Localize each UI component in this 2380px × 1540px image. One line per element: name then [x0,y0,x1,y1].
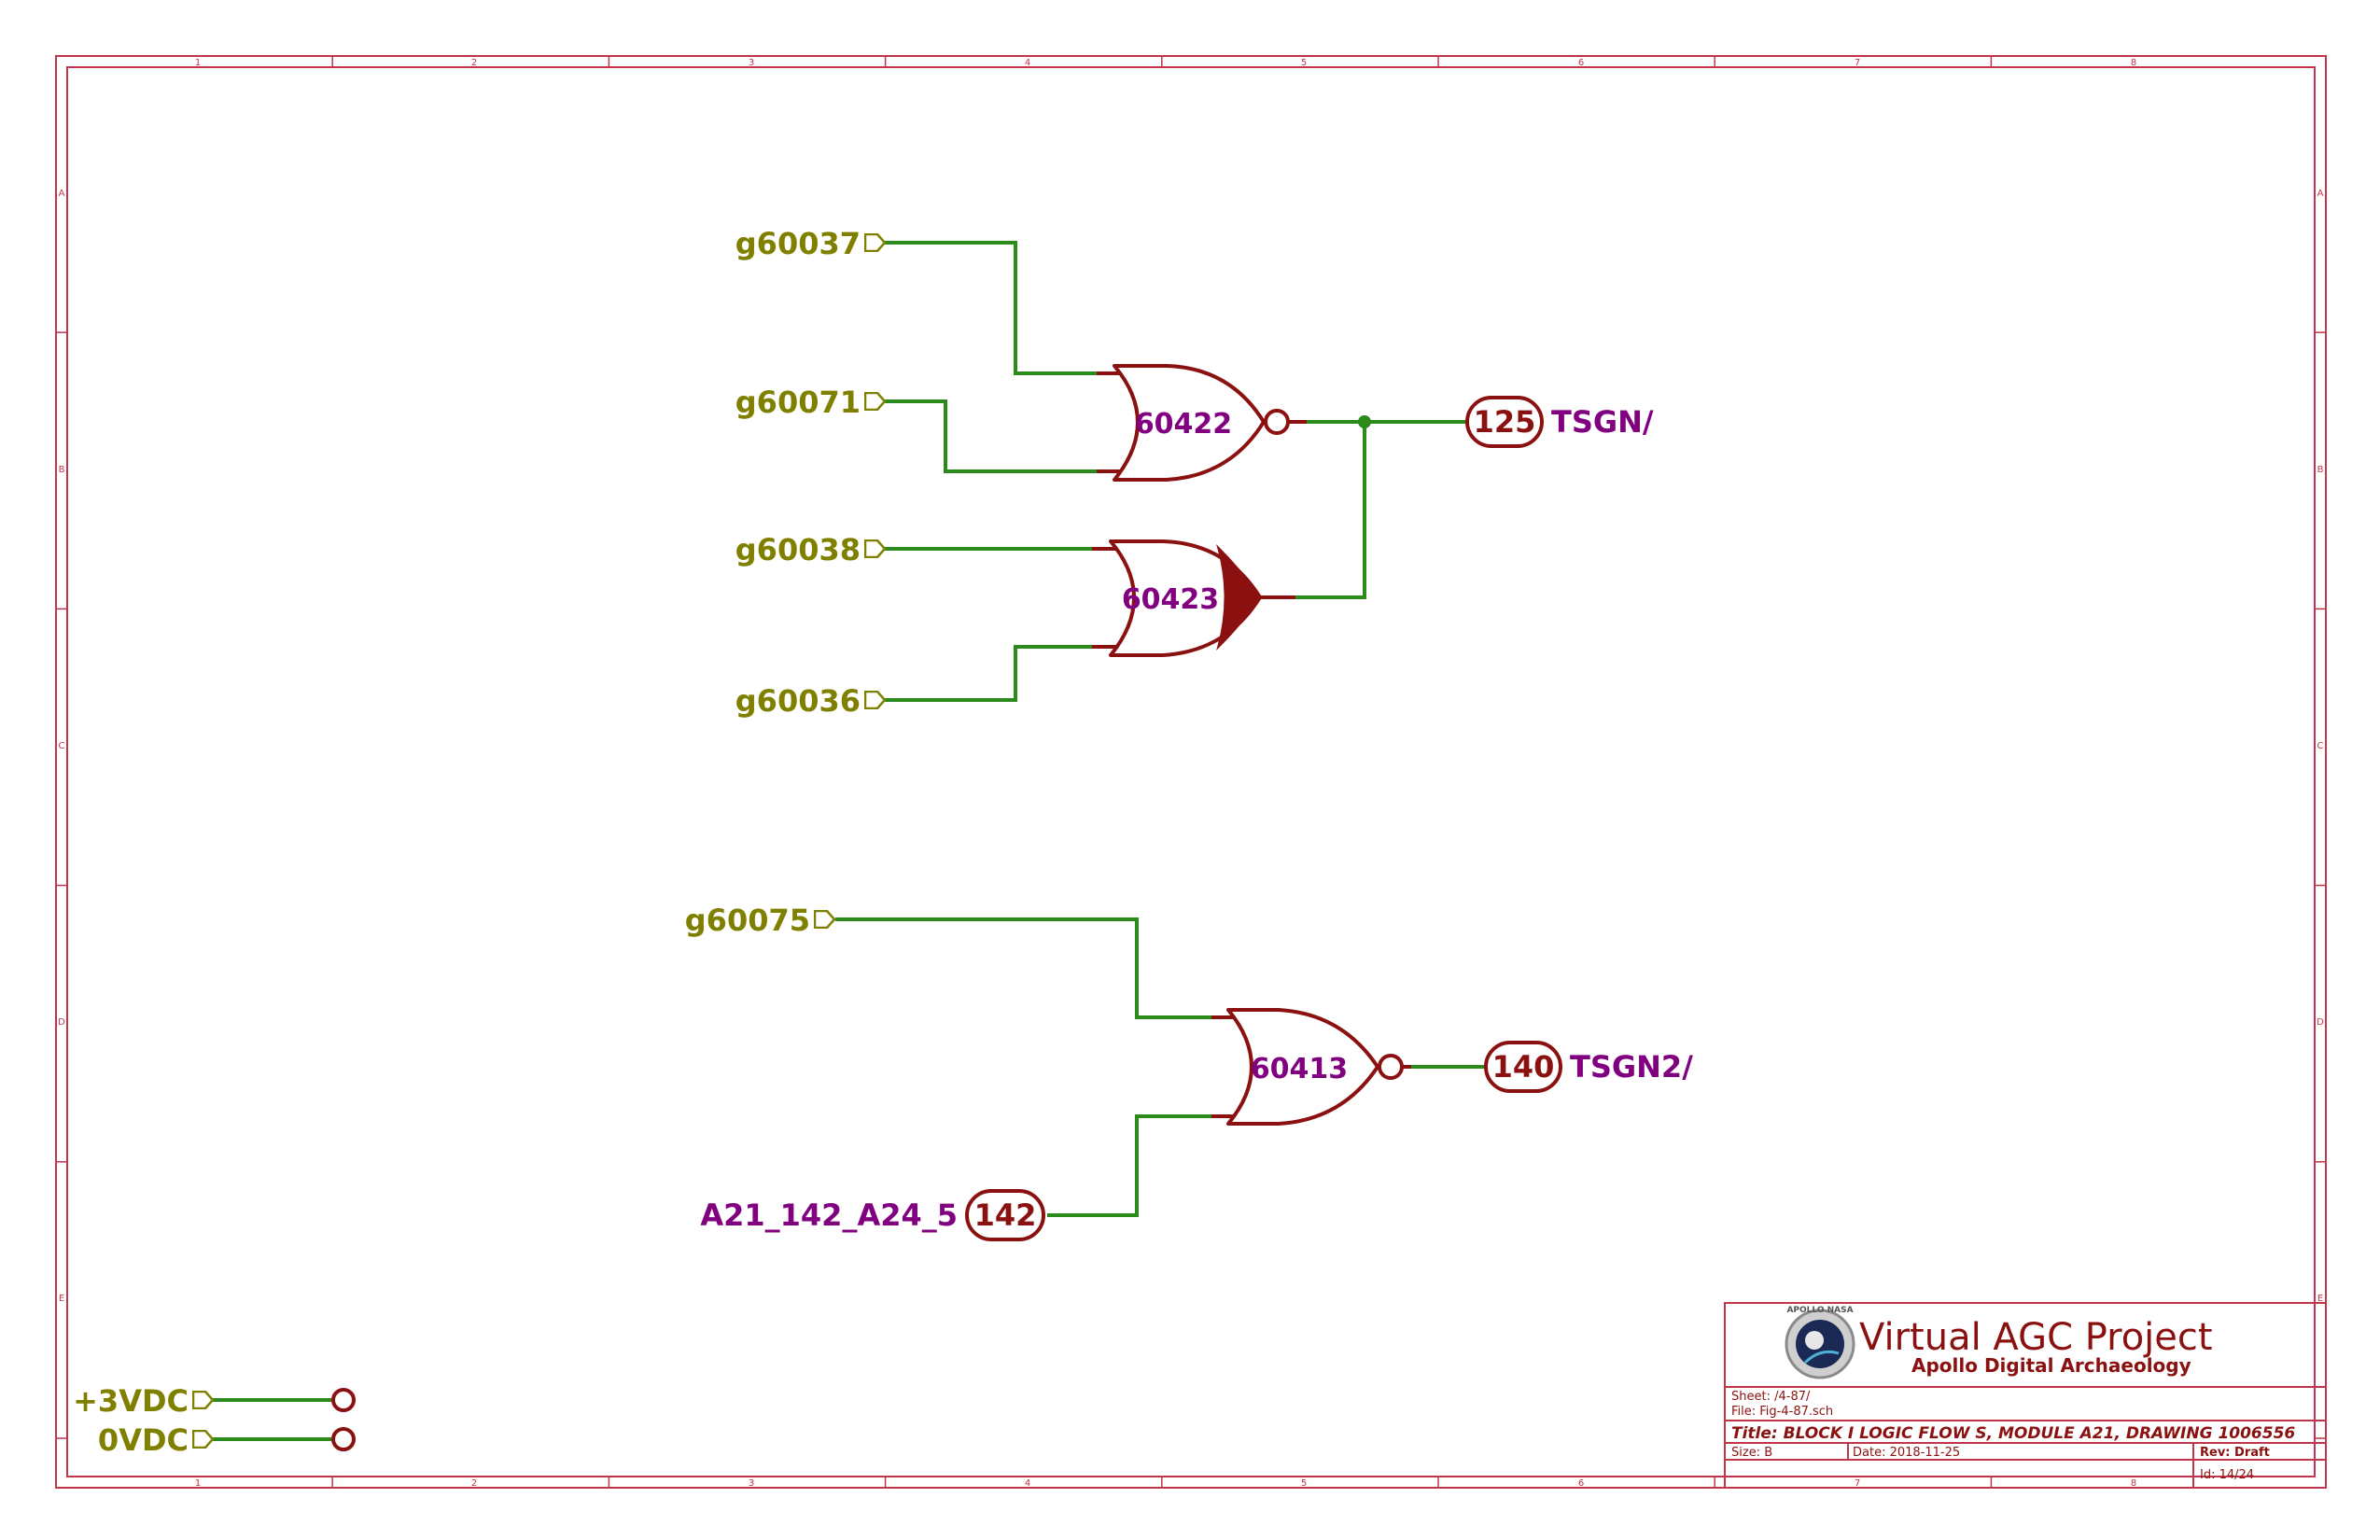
wire-junction [1358,415,1371,428]
input-label: g60071 [735,385,861,420]
drawing-date: Date: 2018-11-25 [1853,1446,1960,1460]
col-label: 4 [1025,1478,1030,1489]
net-label: TSGN2/ [1570,1049,1693,1085]
col-label: 6 [1578,1478,1584,1489]
connector-pin: 142 [974,1197,1037,1233]
expander-fill [1216,543,1262,651]
connector-pin: 125 [1474,404,1536,440]
row-label: D [58,1017,65,1028]
power-0vdc[interactable]: 0VDC [98,1422,356,1458]
file-name: File: Fig-4-87.sch [1731,1405,1833,1419]
row-label: C [2317,741,2324,751]
port-flag-icon [864,691,887,709]
col-label: 5 [1301,1478,1307,1489]
gate-60422[interactable]: 60422 [1097,364,1307,482]
input-g60075[interactable]: g60075 [685,903,836,938]
col-label: 3 [749,1478,754,1489]
connector-125[interactable]: 125 TSGN/ [1465,396,1654,448]
input-label: g60038 [735,532,861,567]
apollo-logo-icon: APOLLO NASA [1785,1306,1855,1379]
power-3vdc[interactable]: +3VDC [73,1383,356,1419]
input-label: g60036 [735,683,861,719]
project-title: Virtual AGC Project [1859,1316,2213,1359]
input-g60036[interactable]: g60036 [735,683,887,719]
drawing-frame [55,55,2327,1489]
connector-140[interactable]: 140 TSGN2/ [1484,1041,1693,1093]
input-g60071[interactable]: g60071 [735,385,887,420]
col-label: 1 [195,58,201,68]
sheet-path: Sheet: /4-87/ [1731,1390,1811,1404]
net-label: A21_142_A24_5 [700,1197,958,1233]
col-label: 2 [471,58,477,68]
column-labels: 1 2 3 4 5 6 7 8 1 2 3 4 5 6 7 8 [195,58,2136,1489]
col-label: 8 [2131,58,2136,68]
connector-142[interactable]: 142 A21_142_A24_5 [700,1189,1045,1241]
power-label: 0VDC [98,1422,189,1458]
col-label: 3 [749,58,754,68]
port-flag-icon [814,910,836,929]
col-label: 6 [1578,58,1584,68]
port-flag-icon [864,233,887,252]
row-label: A [59,189,65,199]
port-flag-icon [192,1430,215,1449]
terminal-icon [331,1427,356,1451]
revision: Rev: Draft [2200,1446,2270,1460]
sheet-size: Size: B [1731,1446,1772,1460]
port-flag-icon [864,539,887,558]
title-block: APOLLO NASA Virtual AGC Project Apollo D… [1724,1302,2327,1489]
col-label: 5 [1301,58,1307,68]
gate-label: 60422 [1135,408,1232,441]
sheet-id: Id: 14/24 [2200,1468,2254,1482]
row-label: E [2317,1294,2323,1304]
wires [213,241,1486,1441]
gate-label: 60413 [1251,1053,1348,1085]
project-subtitle: Apollo Digital Archaeology [1911,1354,2191,1377]
connector-pin: 140 [1492,1049,1555,1085]
gate-label: 60423 [1122,583,1219,616]
port-flag-icon [864,392,887,411]
input-g60038[interactable]: g60038 [735,532,887,567]
gate-60413[interactable]: 60413 [1211,1008,1411,1126]
terminal-icon [331,1388,356,1412]
input-g60037[interactable]: g60037 [735,226,887,261]
col-label: 1 [195,1478,201,1489]
input-label: g60037 [735,226,861,261]
row-label: A [2317,189,2324,199]
gate-60423[interactable]: 60423 [1092,539,1295,657]
power-label: +3VDC [73,1383,189,1419]
col-label: 7 [1855,1478,1860,1489]
row-labels: A B C D E A B C D E [58,189,2324,1304]
drawing-title: Title: BLOCK I LOGIC FLOW S, MODULE A21,… [1731,1424,2295,1443]
col-label: 4 [1025,58,1030,68]
port-flag-icon [192,1391,215,1409]
row-label: B [59,465,65,475]
row-label: E [59,1294,64,1304]
row-label: D [2317,1017,2324,1028]
col-label: 7 [1855,58,1860,68]
input-label: g60075 [685,903,810,938]
col-label: 2 [471,1478,477,1489]
logo-text: APOLLO NASA [1786,1306,1853,1315]
col-label: 8 [2131,1478,2136,1489]
row-label: C [59,741,65,751]
net-label: TSGN/ [1551,404,1654,440]
row-label: B [2317,465,2324,475]
